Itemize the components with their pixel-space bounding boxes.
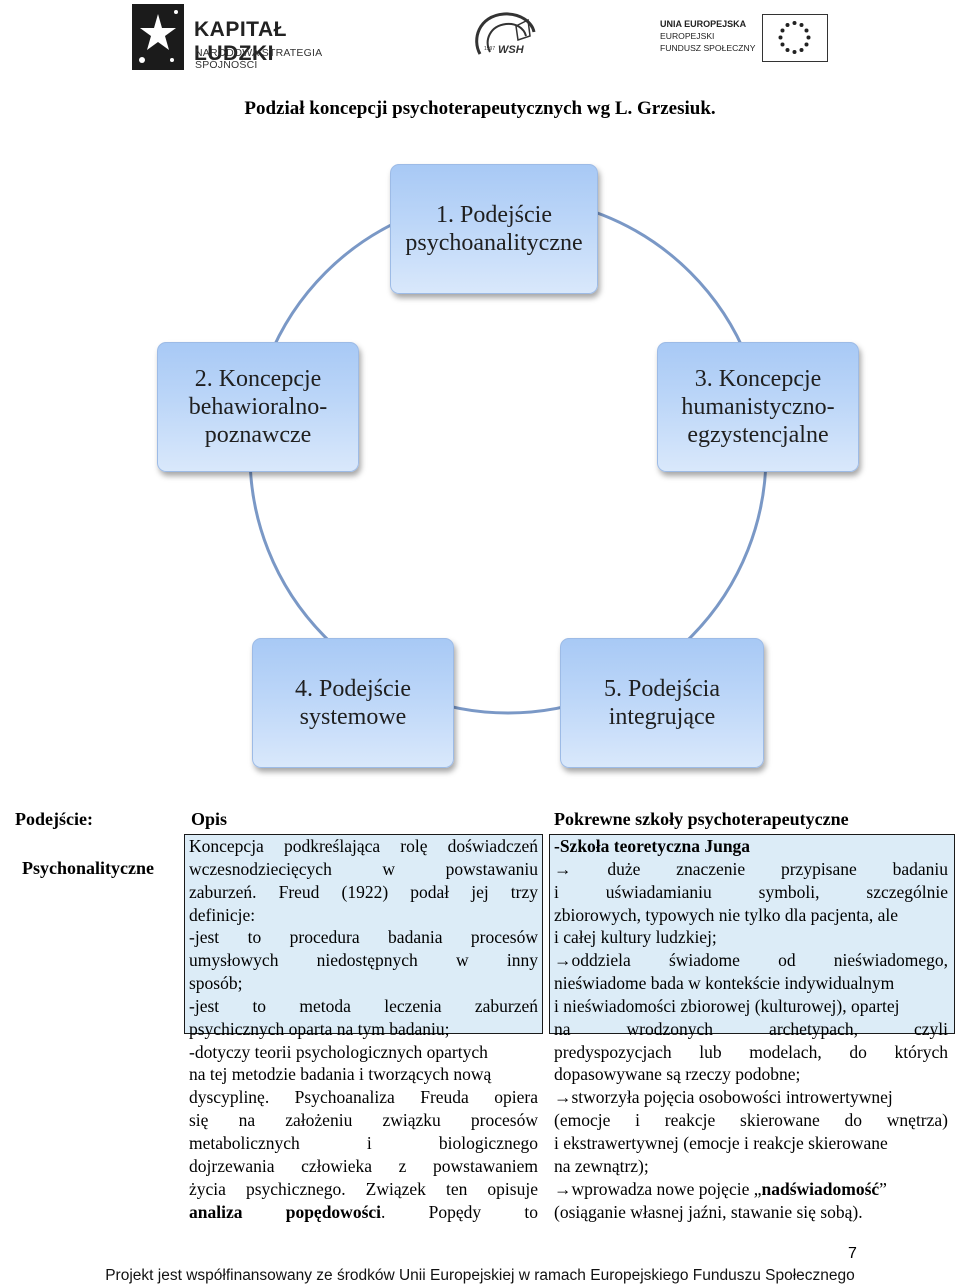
page-number: 7 [848,1245,857,1262]
diagram-node-integrative: 5. Podejścia integrujące [560,638,764,768]
kapital-ludzki-star-icon [132,4,184,70]
wsh-logo: 1997 WSH [470,6,540,68]
description-last-line: analiza popędowości. Popędy to [189,1201,538,1224]
school-line: predyspozycjach lub modelach, do których [554,1041,948,1062]
school-heading: -Szkoła teoretyczna Junga [554,836,751,856]
column-header-description: Opis [191,809,228,829]
kapital-ludzki-logo: KAPITAŁ LUDZKI NARODOWA STRATEGIA SPÓJNO… [132,4,362,71]
description-line: -jest to procedura badania procesów [189,927,538,948]
description-bold-term: analiza popędowości [189,1201,382,1222]
diagram-node-humanistic-existential: 3. Koncepcje humanistyczno- egzystencjal… [657,342,859,472]
school-last-pre: →wprowadza nowe pojęcie „ [554,1178,762,1199]
description-line: zaburzeń. Freud (1922) podał jej trzy [189,881,538,902]
school-line: →stworzyła pojęcia osobowości introwerty… [554,1087,893,1108]
eu-line2: EUROPEJSKI [660,31,715,41]
school-last-post: ” [879,1178,887,1199]
diagram-node-psychoanalytic: 1. Podejście psychoanalityczne [390,164,598,294]
school-line-last: →wprowadza nowe pojęcie „nadświadomość” [554,1178,948,1201]
description-line: życia psychicznego. Związek ten opisuje [189,1178,538,1199]
school-line: →oddziela świadome od nieświadomego, [554,950,948,971]
description-line: sposób; [189,973,243,994]
school-line: → duże znaczenie przypisane badaniu [554,858,948,879]
school-line: zbiorowych, typowych nie tylko dla pacje… [554,904,899,925]
description-line: metabolicznych i biologicznego [189,1132,538,1153]
wsh-year: 1997 [484,46,496,52]
eu-line1: UNIA EUROPEJSKA [660,19,747,29]
description-line: Koncepcja podkreślająca rolę doświadczeń [189,836,538,856]
description-line: definicje: [189,904,256,925]
kapital-ludzki-title: KAPITAŁ LUDZKI [194,18,287,65]
school-line: dopasowywane są rzeczy podobne; [554,1064,801,1085]
column-header-related-schools: Pokrewne szkoły psychoterapeutyczne [554,809,849,829]
description-line: umysłowych niedostępnych w inny [189,950,538,971]
school-line-final: (osiąganie własnej jaźni, stawanie się s… [554,1201,863,1222]
school-line: i ekstrawertywnej (emocje i reakcje skie… [554,1132,888,1153]
school-line: nieświadome bada w kontekście indywidual… [554,973,895,994]
description-line: dojrzewania człowieka z powstawaniem [189,1155,538,1176]
school-line: i nieświadomości zbiorowej (kulturowej),… [554,995,900,1016]
school-line: (emocje i reakcje skierowane do wnętrza) [554,1110,948,1131]
wsh-emblem-icon [475,12,536,55]
eu-text: UNIA EUROPEJSKA EUROPEJSKI FUNDUSZ SPOŁE… [660,18,756,54]
document-title: Podział koncepcji psychoterapeutycznych … [244,98,716,119]
description-line: na tej metodzie badania i tworzących now… [189,1064,492,1085]
wsh-label: WSH [498,44,524,56]
row-label-psychoanalytic: Psychonalityczne [22,858,154,878]
school-line: na zewnątrz); [554,1155,649,1176]
related-schools-text: -Szkoła teoretyczna Junga → duże znaczen… [554,835,948,1223]
description-text: Koncepcja podkreślająca rolę doświadczeń… [189,835,538,1223]
related-schools-cell [549,834,955,1034]
column-header-approach: Podejście: [15,809,93,829]
description-line: się na założeniu związku procesów [189,1110,538,1131]
description-cell [184,834,543,1034]
diagram-node-systemic: 4. Podejście systemowe [252,638,454,768]
description-line: -dotyczy teorii psychologicznych opartyc… [189,1041,488,1062]
diagram-node-behavioral-cognitive: 2. Koncepcje behawioralno- poznawcze [157,342,359,472]
eu-flag-icon [762,14,828,62]
school-bold-term: nadświadomość [761,1178,880,1199]
eu-logo: UNIA EUROPEJSKA EUROPEJSKI FUNDUSZ SPOŁE… [660,14,830,62]
description-line: -jest to metoda leczenia zaburzeń [189,995,538,1016]
kapital-ludzki-subtitle: NARODOWA STRATEGIA SPÓJNOŚCI [195,47,322,71]
description-last-rest: . Popędy to [381,1201,538,1222]
description-line: dyscyplinę. Psychoanaliza Freuda opiera [189,1087,538,1108]
school-line: na wrodzonych archetypach, czyli [554,1018,948,1039]
footer-funding-note: Projekt jest współfinansowany ze środków… [105,1267,855,1284]
eu-line3: FUNDUSZ SPOŁECZNY [660,43,756,53]
description-line: psychicznych oparta na tym badaniu; [189,1018,450,1039]
school-line: i całej kultury ludzkiej; [554,927,717,948]
description-line: wczesnodziecięcych w powstawaniu [189,858,538,879]
school-line: i uświadamianiu symboli, szczególnie [554,881,948,902]
